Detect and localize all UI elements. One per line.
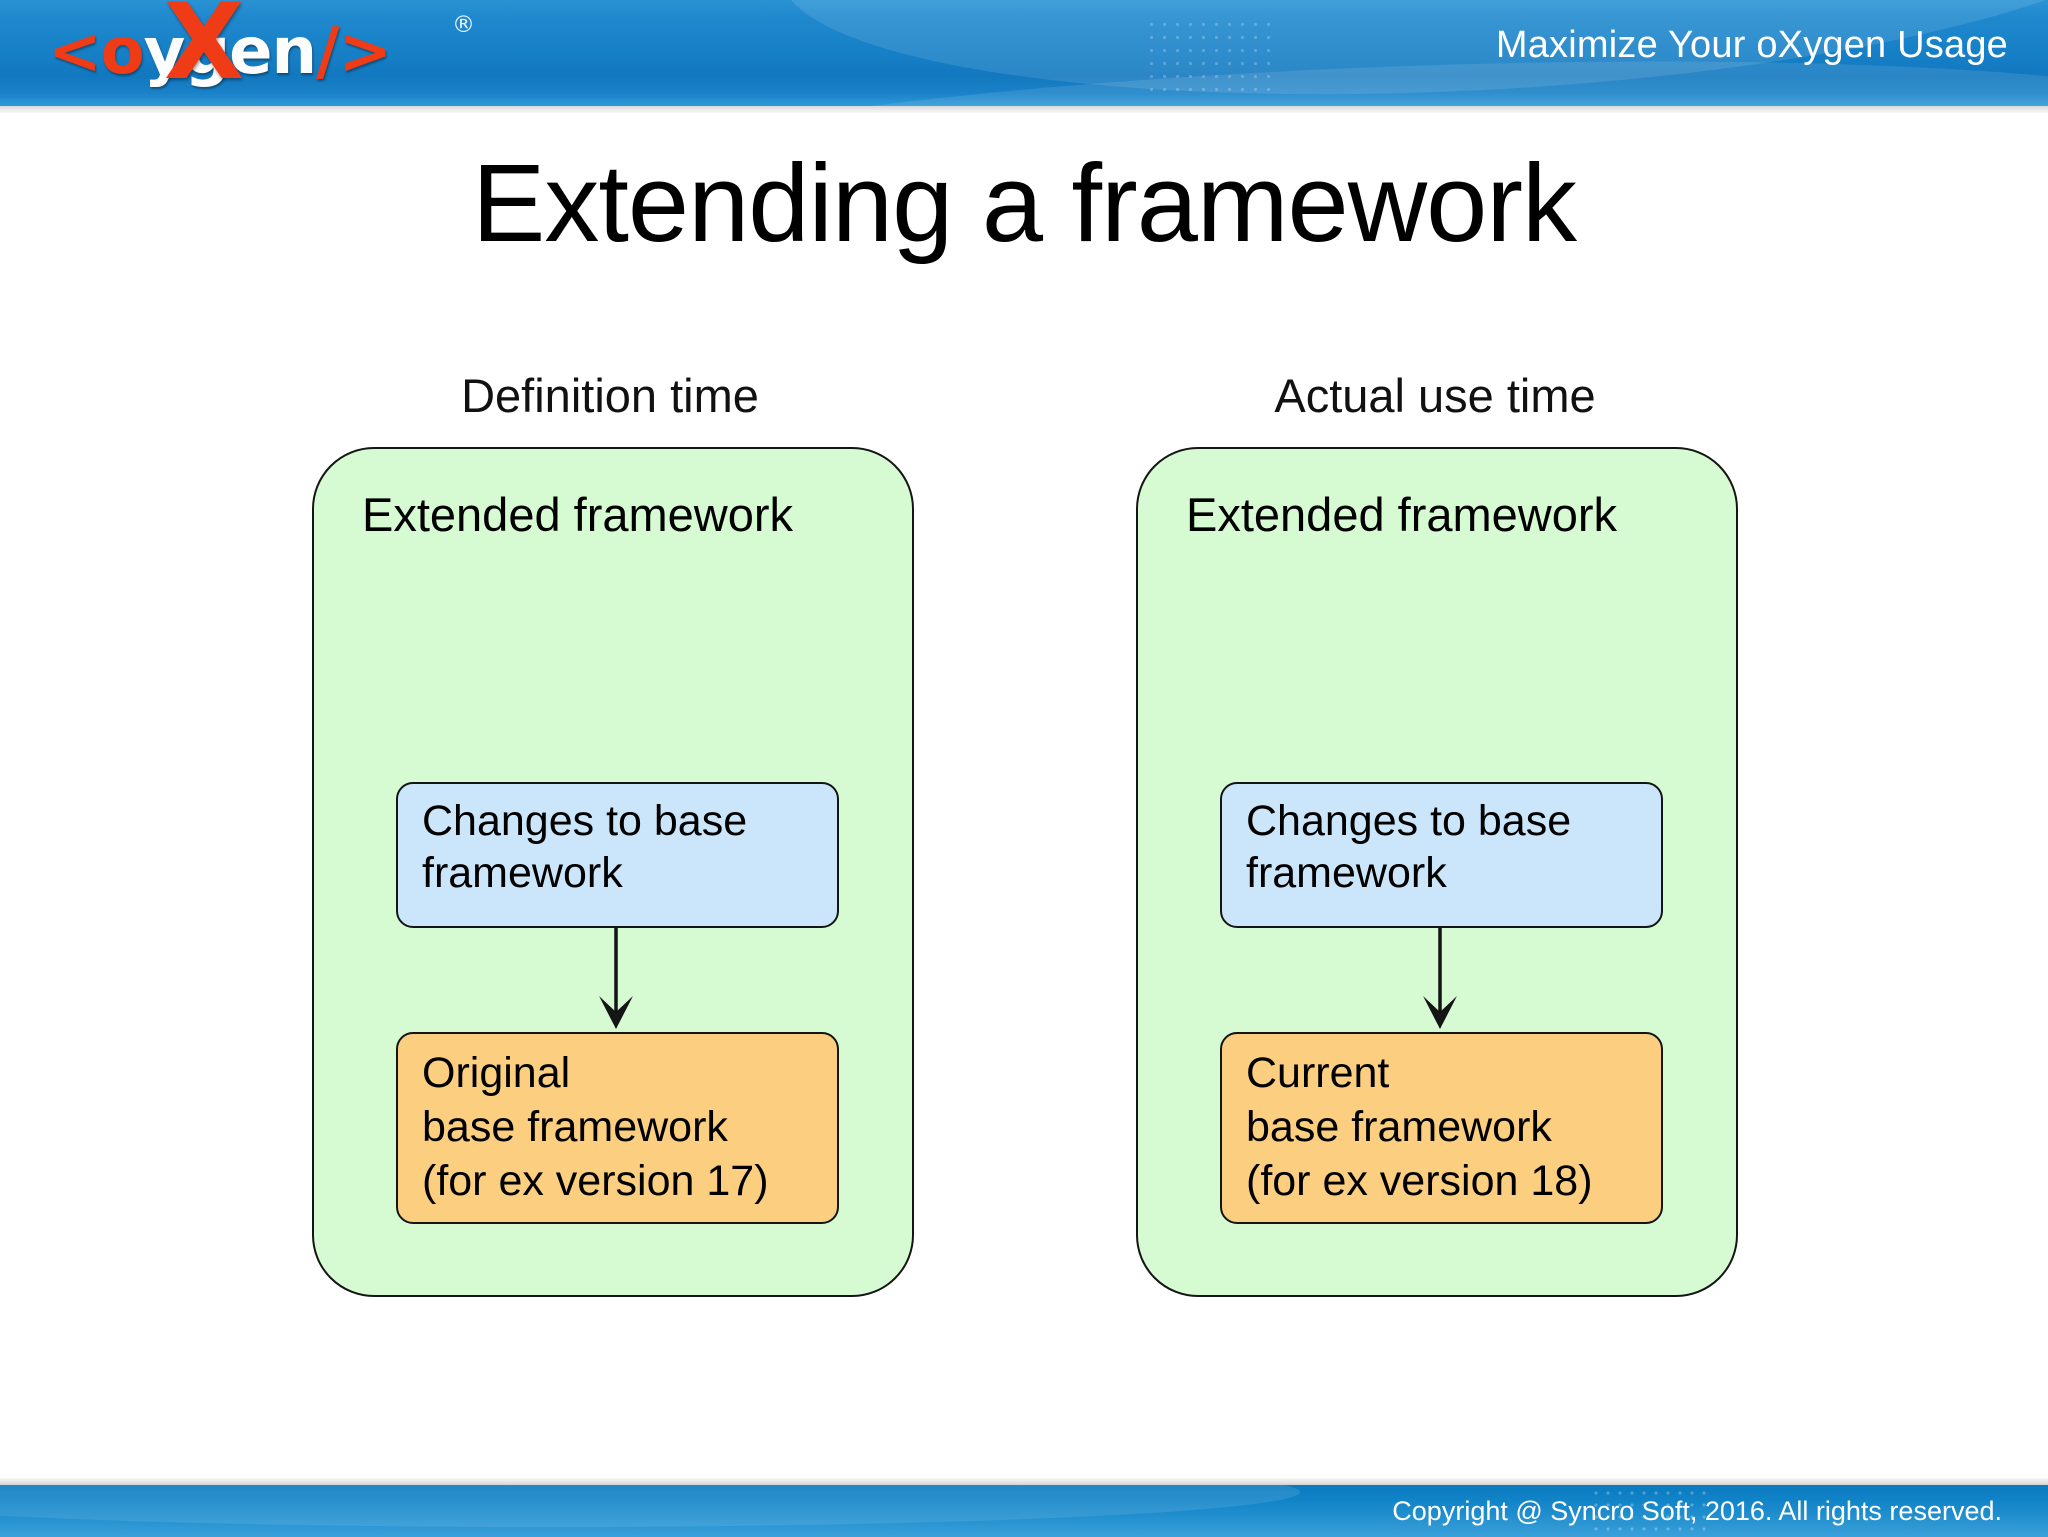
column-caption-actual-use-time: Actual use time xyxy=(1274,369,1596,422)
extended-framework-label: Extended framework xyxy=(362,488,794,541)
orange-line-3: (for ex version 17) xyxy=(422,1157,769,1205)
arrow-connector-right xyxy=(1423,928,1457,1032)
current-base-framework-box: Current base framework (for ex version 18) xyxy=(1220,1032,1663,1224)
changes-to-base-framework-box-right: Changes to base framework xyxy=(1220,782,1663,928)
changes-to-base-framework-box-left: Changes to base framework xyxy=(396,782,839,928)
footer-dot-grid-decoration xyxy=(1590,1487,1710,1535)
orange-line-1: Current xyxy=(1246,1049,1390,1097)
extended-framework-container-actual-use-time: Extended framework Changes to base frame… xyxy=(1136,447,1738,1297)
orange-line-1: Original xyxy=(422,1049,571,1097)
column-caption-definition-time: Definition time xyxy=(461,369,759,422)
logo-suffix-ygen: ygen xyxy=(143,15,317,89)
arrow-connector-left xyxy=(599,928,633,1032)
changes-to-base-framework-text: Changes to base framework xyxy=(1246,797,1572,897)
logo-prefix: <o xyxy=(48,15,145,89)
header-tagline: Maximize Your oXygen Usage xyxy=(1495,24,2008,66)
extended-framework-label: Extended framework xyxy=(1186,488,1618,541)
footer-copyright: Copyright @ Syncro Soft, 2016. All right… xyxy=(1392,1496,2002,1526)
footer-swoosh-decoration xyxy=(0,1485,1300,1527)
footer-divider xyxy=(0,1478,2048,1485)
original-base-framework-text: Original base framework (for ex version 17… xyxy=(422,1046,827,1208)
footer-bar: Copyright @ Syncro Soft, 2016. All right… xyxy=(0,1485,2048,1537)
logo-closing-tag: /> xyxy=(316,15,392,89)
header-dot-grid-decoration xyxy=(1145,18,1275,98)
orange-line-2: base framework xyxy=(1246,1103,1552,1151)
changes-to-base-framework-text: Changes to base framework xyxy=(422,797,748,897)
oxygen-logo[interactable]: <oygen/> X ® xyxy=(48,0,478,98)
original-base-framework-box: Original base framework (for ex version 17… xyxy=(396,1032,839,1224)
logo-x-glyph-icon: X xyxy=(164,0,245,103)
header-divider xyxy=(0,106,2048,113)
orange-line-2: base framework xyxy=(422,1103,728,1151)
registered-trademark-icon: ® xyxy=(452,12,475,38)
logo-wordmark: <oygen/> xyxy=(48,8,392,96)
page-title: Extending a framework xyxy=(472,142,1577,265)
header-bar: <oygen/> X ® Maximize Your oXygen Usage xyxy=(0,0,2048,106)
current-base-framework-text: Current base framework (for ex version 18) xyxy=(1246,1046,1651,1208)
extended-framework-container-definition-time: Extended framework Changes to base frame… xyxy=(312,447,914,1297)
orange-line-3: (for ex version 18) xyxy=(1246,1157,1593,1205)
